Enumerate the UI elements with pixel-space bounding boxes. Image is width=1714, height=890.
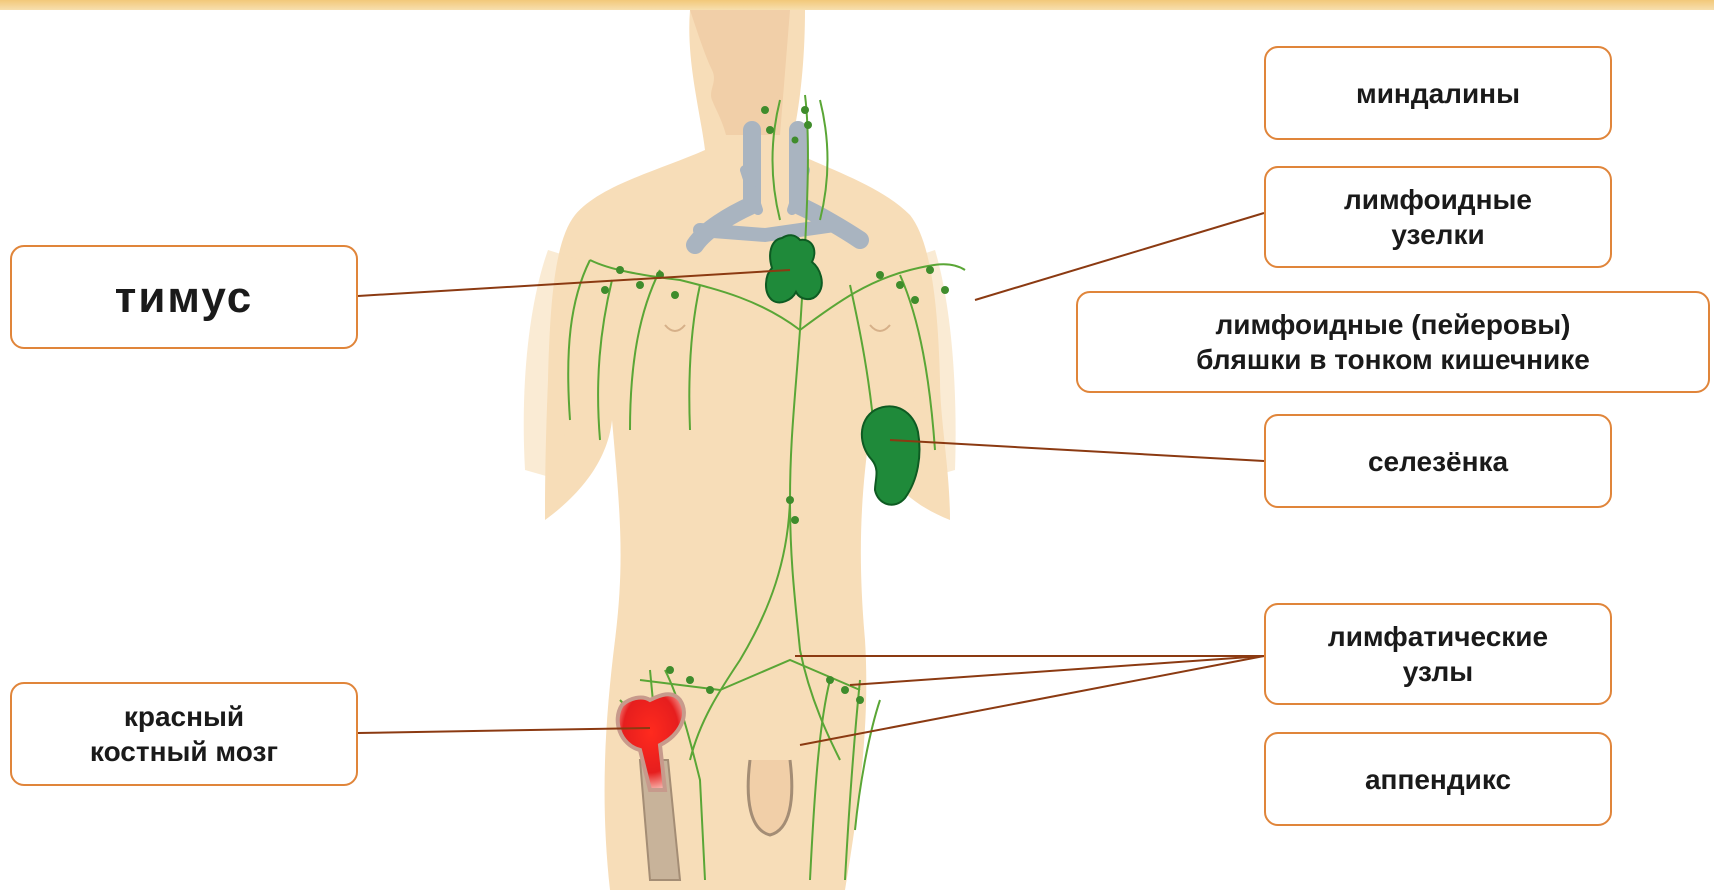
label-spleen: селезёнка xyxy=(1264,414,1612,508)
label-appendix: аппендикс xyxy=(1264,732,1612,826)
leader-line-lymphoid-nodules xyxy=(975,213,1264,300)
label-appendix-text: аппендикс xyxy=(1365,762,1511,797)
label-lymph-nodes: лимфатические узлы xyxy=(1264,603,1612,705)
leader-line-bone-marrow xyxy=(358,728,650,733)
label-lymphoid-nodules: лимфоидные узелки xyxy=(1264,166,1612,268)
label-spleen-text: селезёнка xyxy=(1368,444,1508,479)
label-lymph-nodes-text: лимфатические узлы xyxy=(1328,619,1548,689)
genital-outline xyxy=(748,760,792,835)
thymus-organ xyxy=(766,235,822,302)
label-red-bone-marrow-text: красный костный мозг xyxy=(90,699,278,769)
label-lymphoid-nodules-text: лимфоидные узелки xyxy=(1344,182,1532,252)
label-peyer-patches-text: лимфоидные (пейеровы) бляшки в тонком ки… xyxy=(1196,307,1590,377)
label-peyer-patches: лимфоидные (пейеровы) бляшки в тонком ки… xyxy=(1076,291,1710,393)
leader-line-lymph-nodes-3 xyxy=(800,656,1264,745)
spleen-organ xyxy=(862,406,920,504)
label-red-bone-marrow: красный костный мозг xyxy=(10,682,358,786)
label-thymus: тимус xyxy=(10,245,358,349)
leader-line-lymph-nodes-2 xyxy=(850,656,1264,685)
label-thymus-text: тимус xyxy=(115,270,253,325)
label-tonsils: миндалины xyxy=(1264,46,1612,140)
label-tonsils-text: миндалины xyxy=(1356,76,1520,111)
